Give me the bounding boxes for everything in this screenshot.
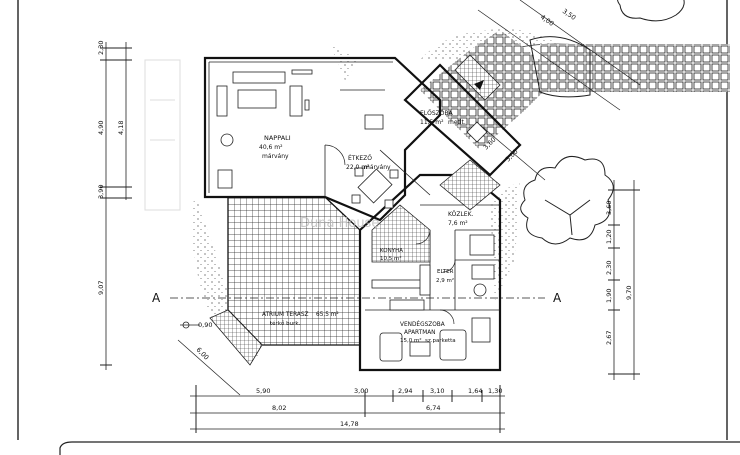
right-dim-3: 1,90 [605, 289, 613, 303]
title-block-edge [59, 441, 740, 455]
label-pantry-name: ELTER [437, 269, 454, 275]
left-dim-1: 4,18 [117, 121, 125, 135]
label-terrace-floor: térkő burk. [270, 320, 301, 327]
diag-dim-0: 4,00 [539, 13, 555, 28]
bottom-dim-row2-1: 6,74 [426, 404, 440, 412]
diag-dim-3: 3,00 [504, 148, 520, 164]
bottom-dim-5: 1,30 [488, 387, 502, 395]
left-dim-3: 3,90 [97, 185, 105, 199]
bottom-dim-1: 3,00 [354, 387, 368, 395]
diag-dim-5: 6,00 [195, 346, 211, 362]
entry-arrow-icon [474, 80, 484, 90]
diag-dim-1: 3,50 [561, 7, 577, 22]
label-guest-area: 15,0 m² [400, 337, 422, 344]
bottom-dim-2: 2,94 [398, 387, 412, 395]
label-dining-floor: márvány [364, 164, 391, 171]
label-hall-name: KÖZLEK. [448, 211, 474, 218]
right-dim-2: 2,30 [605, 261, 613, 275]
label-dining-area: 22,0 m² [346, 164, 370, 171]
label-terrace-name: ATRIUM TERASZ [262, 312, 309, 318]
label-terrace-area: 65,5 m² [316, 311, 339, 318]
furniture [216, 69, 495, 362]
label-kitchen-name: KONYHA [380, 248, 403, 254]
dim-chain-bottom: 5,90 3,00 2,94 3,10 1,64 1,30 8,02 6,74 … [190, 385, 505, 433]
left-dim-2: 4,90 [97, 121, 105, 135]
dim-chain-left: 2,30 4,18 4,90 3,90 9,07 [97, 41, 132, 370]
right-dim-0: 3,60 [605, 201, 613, 215]
label-dining-name: ÉTKEZŐ [348, 154, 372, 162]
label-entry-area: 11,5 m² [420, 119, 444, 126]
room-labels: NAPPALI 40,6 m² márvány ÉTKEZŐ 22,0 m² m… [259, 110, 474, 344]
label-guest-sub: APARTMAN [404, 330, 436, 336]
kitchen-tiles [371, 204, 431, 263]
label-guest-floor: sz.parketta [425, 338, 456, 344]
door-swings [324, 144, 456, 325]
label-living-area: 40,6 m² [259, 144, 283, 151]
ghost-lines [144, 59, 181, 211]
watermark: Duna House [300, 216, 379, 231]
label-kitchen-area: 10,5 m² [380, 255, 402, 262]
bottom-dim-4: 1,64 [468, 387, 482, 395]
left-dim-0: 2,30 [97, 41, 105, 55]
bottom-dim-total: 14,78 [340, 420, 359, 428]
dim-0-90: 0,90 [198, 321, 212, 329]
section-mark-left: A [152, 291, 161, 305]
dim-chain-right: 3,60 1,20 2,30 1,90 2,67 9,70 [605, 180, 640, 380]
right-dim-1: 1,20 [605, 230, 613, 244]
label-living-floor: márvány [262, 153, 289, 160]
label-hall-area: 7,6 m² [448, 220, 468, 227]
right-dim-4: 2,67 [605, 331, 613, 345]
section-line-aa: A A [152, 291, 562, 305]
section-mark-right: A [553, 291, 562, 305]
bottom-dim-row2-0: 8,02 [272, 404, 286, 412]
label-guest-name: VENDÉGSZOBA [400, 320, 445, 328]
label-pantry-area: 2,9 m² [436, 277, 454, 284]
right-dim-total: 9,70 [625, 286, 633, 300]
label-living-name: NAPPALI [264, 134, 291, 142]
label-entry-floor: metlt. [448, 119, 466, 126]
bottom-dim-3: 3,10 [430, 387, 444, 395]
bottom-dim-0: 5,90 [256, 387, 270, 395]
atrium-terrace [209, 196, 361, 366]
left-dim-4: 9,07 [97, 281, 105, 295]
label-entry-name: ELŐSZOBA [420, 110, 454, 117]
